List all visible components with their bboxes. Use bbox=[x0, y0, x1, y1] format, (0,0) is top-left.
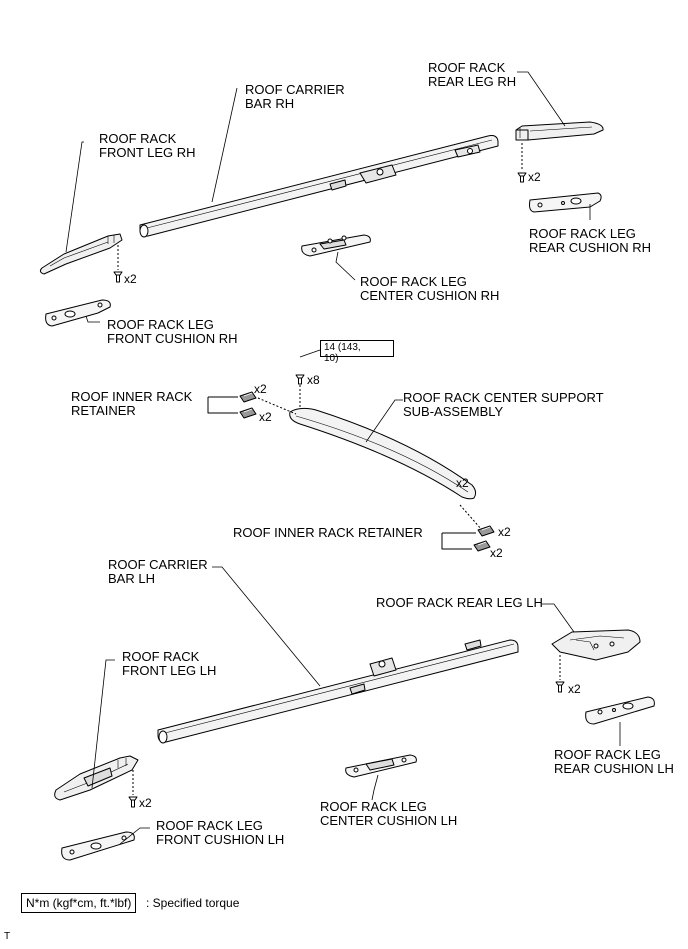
qty-front-leg-rh-bolts: x2 bbox=[124, 272, 137, 286]
bolt-icon bbox=[128, 796, 138, 808]
label-roof-rack-front-leg-rh: ROOF RACK FRONT LEG RH bbox=[99, 132, 196, 160]
qty-upper-retainer-a: x2 bbox=[254, 382, 267, 396]
label-line: SUB-ASSEMBLY bbox=[403, 404, 504, 419]
label-roof-rack-leg-center-cushion-rh: ROOF RACK LEG CENTER CUSHION RH bbox=[360, 275, 499, 303]
lower-retainer-bracket bbox=[441, 532, 476, 550]
label-line: REAR CUSHION RH bbox=[529, 240, 652, 255]
label-roof-rack-center-support: ROOF RACK CENTER SUPPORT SUB-ASSEMBLY bbox=[403, 391, 604, 419]
label-roof-rack-rear-leg-rh: ROOF RACK REAR LEG RH bbox=[428, 61, 516, 89]
upper-retainer-bracket bbox=[207, 396, 238, 414]
bolt-icon bbox=[517, 172, 527, 183]
roof-rack-leg-front-cushion-rh bbox=[45, 299, 111, 327]
legend-torque-unit-box: N*m (kgf*cm, ft.*lbf) bbox=[21, 893, 137, 913]
roof-rack-front-leg-rh bbox=[39, 233, 123, 275]
label-line: ROOF RACK LEG bbox=[320, 799, 427, 814]
label-roof-carrier-bar-lh: ROOF CARRIER BAR LH bbox=[108, 558, 208, 586]
label-line: FRONT LEG LH bbox=[122, 663, 217, 678]
label-roof-rack-front-leg-lh: ROOF RACK FRONT LEG LH bbox=[122, 650, 216, 678]
label-roof-rack-leg-center-cushion-lh: ROOF RACK LEG CENTER CUSHION LH bbox=[320, 800, 457, 828]
label-line: REAR CUSHION LH bbox=[554, 761, 674, 776]
label-line: ROOF RACK LEG bbox=[529, 226, 636, 241]
torque-value-continued: 10) bbox=[324, 353, 339, 364]
roof-rack-center-support bbox=[289, 407, 477, 500]
label-roof-rack-leg-rear-cushion-rh: ROOF RACK LEG REAR CUSHION RH bbox=[529, 227, 651, 255]
label-line: ROOF CARRIER bbox=[245, 82, 345, 97]
label-line: ROOF RACK CENTER SUPPORT bbox=[403, 390, 604, 405]
label-line: ROOF RACK LEG bbox=[360, 274, 467, 289]
label-line: FRONT CUSHION RH bbox=[107, 331, 238, 346]
roof-rack-leg-rear-cushion-rh bbox=[529, 192, 602, 213]
label-line: ROOF RACK bbox=[428, 60, 506, 75]
label-roof-inner-rack-retainer-lower: ROOF INNER RACK RETAINER bbox=[233, 525, 423, 540]
roof-inner-rack-retainer-lower-b bbox=[473, 540, 491, 552]
label-roof-rack-rear-leg-lh: ROOF RACK REAR LEG LH bbox=[376, 595, 543, 610]
label-roof-rack-leg-front-cushion-rh: ROOF RACK LEG FRONT CUSHION RH bbox=[107, 318, 237, 346]
label-line: ROOF RACK LEG bbox=[107, 317, 214, 332]
roof-inner-rack-retainer-lower-a bbox=[477, 525, 495, 537]
torque-value: 14 (143, bbox=[324, 342, 361, 353]
label-roof-carrier-bar-rh: ROOF CARRIER BAR RH bbox=[245, 83, 345, 111]
label-line: RETAINER bbox=[71, 403, 136, 418]
bolt-icon bbox=[295, 374, 305, 385]
roof-rack-rear-leg-lh bbox=[551, 629, 641, 661]
label-line: ROOF RACK LEG bbox=[156, 818, 263, 833]
roof-carrier-bar-lh bbox=[157, 639, 519, 744]
label-line: ROOF RACK LEG bbox=[554, 747, 661, 762]
footer-code: T bbox=[4, 931, 11, 942]
qty-center-support-bolts: x8 bbox=[307, 373, 320, 387]
qty-center-support-end: x2 bbox=[456, 476, 469, 490]
roof-rack-rear-leg-rh bbox=[515, 121, 604, 141]
lower-retainer-leader bbox=[459, 504, 483, 531]
qty-upper-retainer-b: x2 bbox=[259, 410, 272, 424]
bolt-icon bbox=[113, 271, 123, 283]
label-line: FRONT LEG RH bbox=[99, 145, 196, 160]
legend-description: : Specified torque bbox=[146, 896, 240, 910]
label-line: ROOF INNER RACK bbox=[71, 389, 193, 404]
label-line: BAR RH bbox=[245, 96, 295, 111]
torque-spec-box: 14 (143, 10) bbox=[320, 340, 394, 364]
torque-leader bbox=[299, 349, 321, 358]
label-line: FRONT CUSHION LH bbox=[156, 832, 285, 847]
label-line: CENTER CUSHION RH bbox=[360, 288, 500, 303]
qty-rear-leg-rh-bolts: x2 bbox=[528, 170, 541, 184]
label-line: ROOF RACK bbox=[99, 131, 177, 146]
callout-lines bbox=[65, 71, 621, 845]
roof-inner-rack-retainer-upper-a bbox=[239, 391, 257, 403]
label-roof-inner-rack-retainer-upper: ROOF INNER RACK RETAINER bbox=[71, 390, 192, 418]
label-roof-rack-leg-front-cushion-lh: ROOF RACK LEG FRONT CUSHION LH bbox=[156, 819, 284, 847]
upper-retainer-leader bbox=[257, 397, 297, 415]
roof-rack-leg-center-cushion-lh bbox=[345, 754, 417, 778]
roof-inner-rack-retainer-upper-b bbox=[239, 407, 257, 419]
roof-rack-front-leg-lh bbox=[54, 755, 139, 801]
label-line: ROOF RACK bbox=[122, 649, 200, 664]
roof-rack-leg-center-cushion-rh bbox=[301, 234, 371, 257]
roof-carrier-bar-rh bbox=[139, 135, 499, 238]
label-line: BAR LH bbox=[108, 571, 155, 586]
bolt-icon bbox=[555, 681, 565, 693]
qty-lower-retainer-b: x2 bbox=[490, 546, 503, 560]
qty-front-leg-lh-bolts: x2 bbox=[139, 796, 152, 810]
qty-rear-leg-lh-bolts: x2 bbox=[568, 682, 581, 696]
roof-rack-leg-front-cushion-lh bbox=[61, 831, 135, 861]
roof-rack-leg-rear-cushion-lh bbox=[585, 696, 655, 725]
label-line: CENTER CUSHION LH bbox=[320, 813, 458, 828]
qty-lower-retainer-a: x2 bbox=[498, 525, 511, 539]
label-roof-rack-leg-rear-cushion-lh: ROOF RACK LEG REAR CUSHION LH bbox=[554, 748, 674, 776]
label-line: ROOF CARRIER bbox=[108, 557, 208, 572]
label-line: REAR LEG RH bbox=[428, 74, 517, 89]
